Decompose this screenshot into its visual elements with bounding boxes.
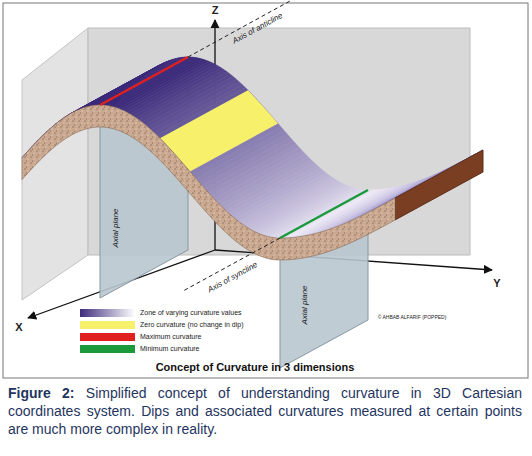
legend-row: Minimum curvature	[80, 344, 310, 354]
fold-layer	[22, 57, 483, 260]
axis-label: Y	[493, 277, 500, 289]
watermark: © AHBAB ALFARIF (POPPED)	[378, 315, 447, 321]
layer-cross-section	[22, 105, 395, 260]
anticline-axis-line	[188, 1, 290, 57]
legend-text: Zone of varying curvature values	[140, 308, 242, 318]
legend-swatch	[80, 309, 135, 317]
figure-title: Concept of Curvature in 3 dimensions	[156, 361, 355, 373]
legend-text: Minimum curvature	[140, 344, 200, 354]
legend-row: Zero curvature (no change in dip)	[80, 320, 310, 330]
axis-name: Axis of syncline	[207, 261, 260, 295]
legend-swatch	[80, 333, 135, 341]
axis-label: Z	[212, 4, 219, 16]
layer-end-face	[395, 150, 483, 220]
legend-text: Maximum curvature	[140, 332, 201, 342]
figure-frame	[3, 3, 528, 378]
axis-label: X	[15, 321, 22, 333]
figure-caption: Figure 2: Simplified concept of understa…	[8, 384, 522, 439]
legend-swatch	[80, 345, 135, 353]
legend-row: Maximum curvature	[80, 332, 310, 342]
axis-name: Axis of anticline	[231, 12, 284, 46]
legend-row: Zone of varying curvature values	[80, 308, 310, 318]
legend-swatch	[80, 321, 135, 329]
plane-label: Axial plane	[301, 285, 310, 324]
minimum-curvature-line	[280, 190, 368, 238]
legend-text: Zero curvature (no change in dip)	[140, 320, 244, 330]
maximum-curvature-line	[100, 57, 188, 105]
plane-label: Axial plane	[112, 208, 121, 247]
